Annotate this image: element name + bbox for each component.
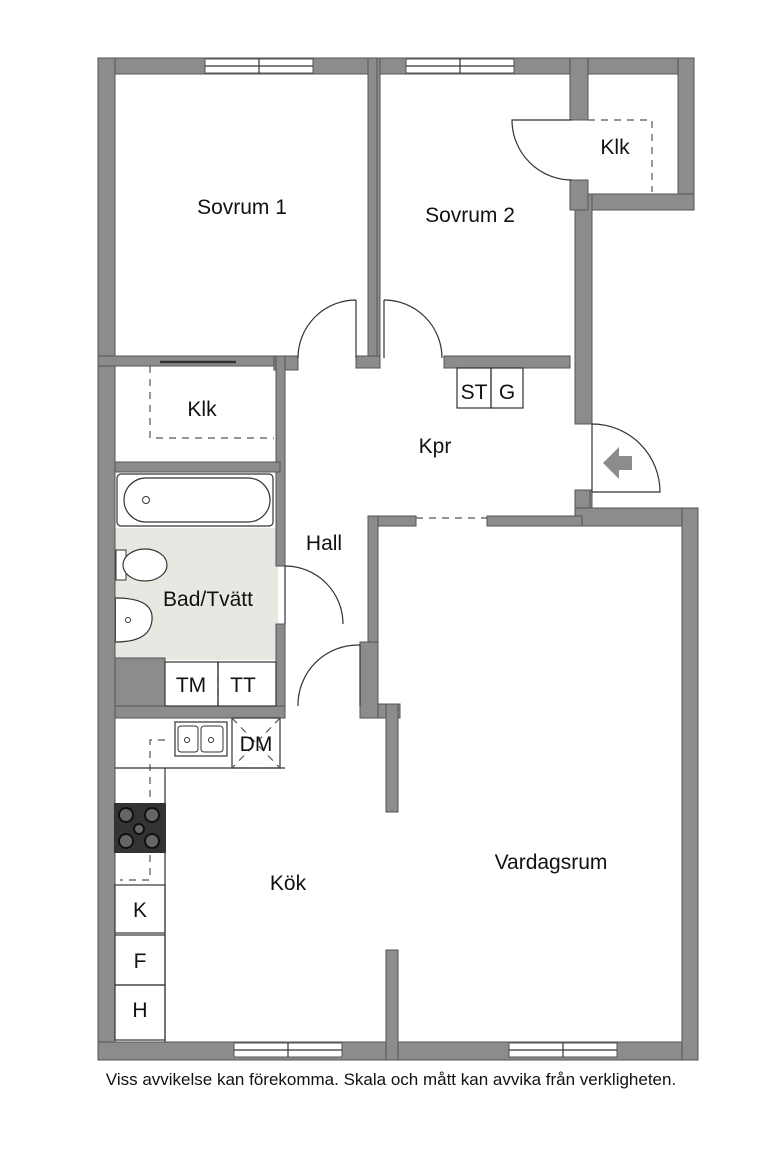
doors xyxy=(160,119,661,707)
disclaimer-text: Viss avvikelse kan förekomma. Skala och … xyxy=(105,1070,677,1089)
room-label-klk-top: Klk xyxy=(600,136,630,159)
bathtub-icon xyxy=(116,473,274,527)
kitchen-box-h xyxy=(114,984,166,1041)
fixture-label-st: ST xyxy=(461,381,488,404)
kitchen-counter xyxy=(115,717,285,1042)
toilet-icon xyxy=(115,548,168,582)
dashed-outlines xyxy=(149,119,653,706)
washbasin-icon xyxy=(115,597,153,643)
fixture-label-g: G xyxy=(499,381,515,404)
fixture-label-tt: TT xyxy=(230,674,256,697)
room-label-sovrum1: Sovrum 1 xyxy=(197,196,287,219)
room-label-klk-left: Klk xyxy=(187,398,217,421)
kitchen-sink-icon xyxy=(174,721,228,757)
appliance-box-tt xyxy=(217,661,277,707)
room-label-hall: Hall xyxy=(306,532,342,555)
fixture-label-tm: TM xyxy=(176,674,206,697)
kitchen-box-k xyxy=(114,884,166,934)
room-label-sovrum2: Sovrum 2 xyxy=(425,204,515,227)
room-label-kpr: Kpr xyxy=(419,435,452,458)
windows xyxy=(204,58,618,1058)
room-label-kok: Kök xyxy=(270,872,307,895)
fixture-label-dm: DM xyxy=(240,733,273,756)
fixture-label-k: K xyxy=(133,899,147,922)
fixture-label-h: H xyxy=(132,999,147,1022)
room-label-bad: Bad/Tvätt xyxy=(163,588,253,611)
entrance-arrow-icon xyxy=(603,447,632,479)
room-label-vardagsrum: Vardagsrum xyxy=(495,851,608,874)
stove-icon xyxy=(114,803,166,853)
storage-box-g xyxy=(490,367,524,409)
fixture-label-f: F xyxy=(134,950,147,973)
